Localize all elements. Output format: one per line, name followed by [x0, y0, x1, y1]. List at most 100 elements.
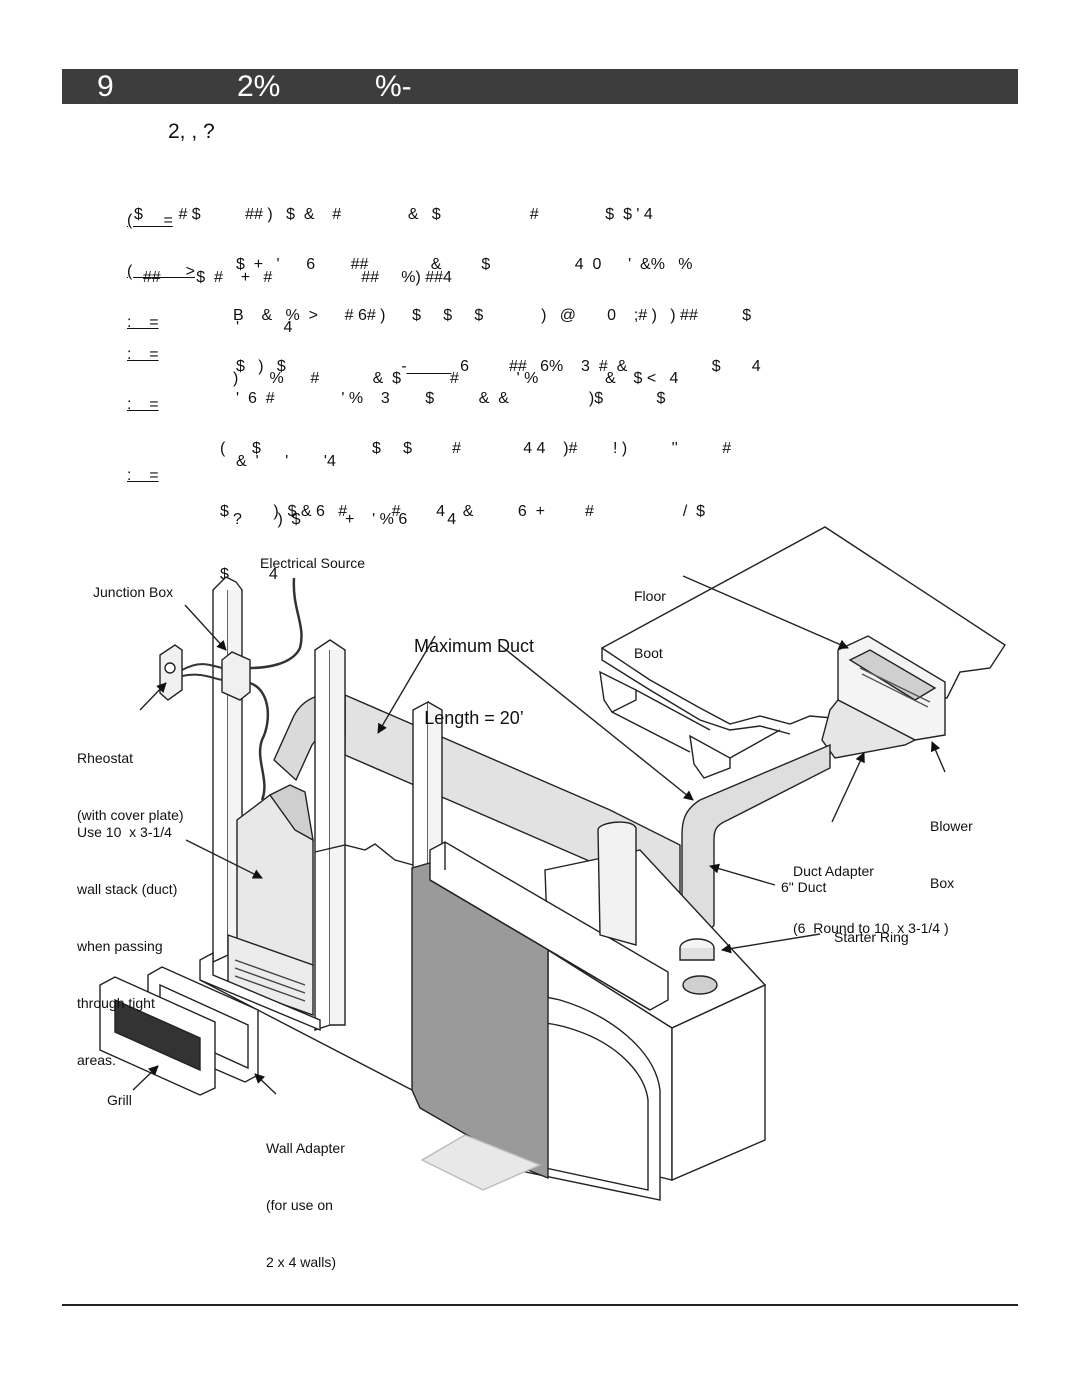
arrow-junction	[184, 604, 227, 651]
paragraph-line: $ ) $ & 6 # # 4 & 6 + # / $	[220, 503, 706, 520]
fireplace-side	[671, 983, 766, 1182]
label-grill: Grill	[107, 1092, 132, 1108]
paragraph-line: $ ) $ -_____ 6 ## 6% 3 # & $ 4	[236, 358, 761, 375]
label-duct-adapter-title: Duct Adapter	[793, 863, 874, 879]
floor-hearth	[420, 1134, 542, 1191]
paragraph-tag: : =	[127, 314, 159, 331]
label-rheostat: Rheostat (with cover plate)	[77, 711, 184, 844]
stud-2-cap	[314, 639, 346, 651]
paragraph-line: & ' ' '4	[236, 453, 336, 470]
stud-2-side	[329, 642, 346, 1026]
electrical-source-cable	[249, 577, 303, 670]
header-part-1: 9	[97, 70, 114, 103]
blower-box-grille	[859, 667, 931, 708]
label-line: through tight	[77, 995, 155, 1011]
paragraph-body: ' 6 # ' % 3 $ & & )$ $ & ' ' '4	[236, 346, 665, 493]
label-blower-box: Blower Box	[930, 779, 973, 912]
joist-left	[599, 670, 637, 713]
paragraph-body: $ ) $ -_____ 6 ## 6% 3 # & $ 4	[236, 314, 761, 398]
label-maximum-duct: Maximum Duct Length = 20’	[396, 586, 552, 754]
label-line: Floor	[634, 588, 666, 604]
label-electrical-source: Electrical Source	[260, 555, 366, 571]
wall-stack-top	[268, 784, 314, 842]
arrow-wall-stack	[185, 839, 263, 879]
paragraph-line: ' 4	[236, 319, 293, 336]
paragraph-body: $ + ' 6 ## & $ 4 0 ' &% % ' 4	[236, 212, 693, 359]
wall-stack-grille	[234, 959, 306, 1002]
paragraph-line: ' 6 # ' % 3 $ & & )$ $	[236, 390, 666, 407]
arrow-blower	[930, 741, 946, 773]
arrow-rheostat	[139, 682, 167, 711]
rheostat-knob	[164, 662, 176, 674]
label-max-duct-line2: Length = 20’	[424, 708, 524, 728]
section-header-bar: 9 2% %-	[62, 69, 1018, 104]
label-line: areas.	[77, 1052, 116, 1068]
floor-panel-edge	[601, 648, 791, 735]
header-board-edge	[429, 842, 651, 1011]
label-line: Blower	[930, 818, 973, 834]
fireplace-hole	[682, 975, 718, 995]
label-junction-box: Junction Box	[93, 584, 174, 600]
wall-stack-boot	[227, 934, 314, 1016]
header-part-2: 2%	[237, 70, 281, 103]
paragraph-line: $ 4	[220, 566, 278, 583]
junction-box	[221, 651, 251, 701]
paragraph-tag: : =	[127, 396, 159, 413]
vertical-pipe	[597, 821, 637, 946]
paragraph-tag: ( >	[127, 263, 196, 280]
label-line: when passing	[77, 938, 163, 954]
arrow-grill	[132, 1065, 159, 1091]
stud-2	[314, 641, 331, 1031]
label-wall-adapter: Wall Adapter (for use on 2 x 4 walls)	[266, 1101, 345, 1291]
paragraph-tag: ( =	[127, 212, 173, 229]
paragraph-line: ## $ # + # ## %) ##4	[134, 269, 452, 286]
label-floor-boot: Floor Boot	[634, 549, 666, 682]
label-rheostat-sub: (with cover plate)	[77, 807, 184, 823]
paragraph-tag: : =	[127, 346, 159, 363]
subheading: 2, , ?	[168, 120, 215, 143]
stud-1-cap	[212, 576, 243, 591]
arrow-duct-adapter	[831, 752, 865, 823]
paragraph-tag: : =	[127, 467, 159, 484]
paragraph-line: ? ) $ + ' % 6 4	[233, 511, 457, 528]
label-line: 2 x 4 walls)	[266, 1254, 337, 1270]
label-duct-adapter: Duct Adapter (6 Round to 10 x 3-1/4 )	[793, 824, 949, 957]
label-rheostat-title: Rheostat	[77, 750, 134, 766]
blower-box-top	[848, 649, 937, 701]
rheostat-wires	[181, 663, 223, 681]
label-line: (for use on	[266, 1197, 333, 1213]
paragraph-line: B & % > # 6# ) $ $ $ ) @ 0 ;# ) ) ## $	[233, 307, 752, 324]
label-wall-stack: Use 10 x 3-1/4 wall stack (duct) when pa…	[77, 785, 177, 1089]
label-line: wall stack (duct)	[77, 881, 178, 897]
starter-ring-teeth	[679, 948, 715, 961]
arrow-max-duct-1	[377, 635, 436, 734]
label-max-duct-line1: Maximum Duct	[413, 636, 534, 656]
header-part-3: %-	[375, 70, 412, 103]
arrow-six-duct	[709, 863, 776, 886]
label-line: Use 10 x 3-1/4	[77, 824, 172, 840]
junction-cable-down	[249, 681, 270, 801]
arrow-max-duct-2	[499, 644, 694, 801]
paragraph-line: $ + ' 6 ## & $ 4 0 ' &% %	[236, 256, 693, 273]
paragraph-body: ( $ $ $ # 4 4 )# ! ) '' # $ ) $ & 6 # # …	[220, 396, 731, 606]
paragraph-body: B & % > # 6# ) $ $ $ ) @ 0 ;# ) ) ## $ )…	[233, 263, 751, 410]
joist-right	[689, 734, 731, 779]
arrow-floor-boot	[682, 575, 849, 649]
label-line: Box	[930, 875, 955, 891]
paragraph-line: ) % # & $ # ' % & $ < 4	[233, 370, 679, 387]
footer-rule	[62, 1304, 1018, 1306]
grill-slots	[114, 998, 201, 1072]
label-line: Wall Adapter	[266, 1140, 345, 1156]
duct-adapter	[821, 699, 917, 759]
label-starter-ring: Starter Ring	[834, 929, 909, 945]
paragraph-body: ? ) $ + ' % 6 4	[233, 467, 456, 551]
arrow-wall-adapter	[254, 1073, 277, 1095]
label-line: Boot	[634, 645, 663, 661]
paragraph-line: ( $ $ $ # 4 4 )# ! ) '' #	[220, 440, 732, 457]
wall-line	[199, 843, 414, 1091]
arrow-starter-ring	[721, 933, 821, 954]
paragraph-line: $ # $ ## ) $ & # & $ # $ $ ' 4	[134, 206, 653, 223]
label-six-inch-duct: 6" Duct	[781, 879, 827, 895]
paragraph-intro: $ # $ ## ) $ & # & $ # $ $ ' 4 ## $ # + …	[134, 162, 653, 309]
